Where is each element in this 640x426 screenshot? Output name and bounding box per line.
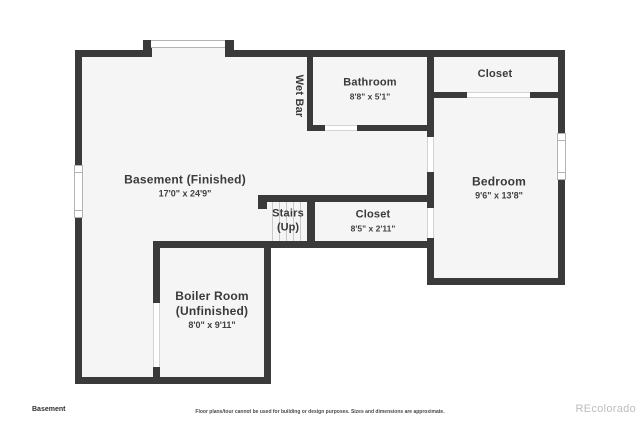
stair-tread-line bbox=[286, 202, 287, 241]
basement-dims: 17'0" x 24'9" bbox=[158, 188, 212, 199]
bedroom-name: Bedroom bbox=[471, 174, 527, 189]
floor-basement-lower bbox=[78, 248, 271, 380]
room-label-wet-bar: Wet Bar bbox=[291, 75, 305, 118]
bedroom-door-opening bbox=[427, 137, 434, 172]
room-label-boiler: Boiler Room (Unfinished) 8'0" x 9'11" bbox=[175, 289, 249, 331]
stair-tread-line bbox=[300, 202, 301, 241]
bathroom-name: Bathroom bbox=[343, 76, 397, 89]
wall-bedroom-bottom bbox=[427, 278, 565, 285]
bay-window bbox=[151, 40, 226, 48]
wall-mid-vertical-upper bbox=[427, 50, 434, 137]
stair-tread-line bbox=[293, 202, 294, 241]
bathroom-dims: 8'8" x 5'1" bbox=[349, 91, 391, 102]
room-label-closet-top: Closet bbox=[478, 68, 513, 82]
wall-stairs-closet-bottom bbox=[153, 241, 431, 248]
basement-name: Basement (Finished) bbox=[124, 172, 246, 187]
stair-tread-line bbox=[272, 202, 273, 241]
wall-closet-divider-left bbox=[434, 92, 467, 98]
wall-boiler-right bbox=[264, 241, 271, 384]
wall-top-left bbox=[75, 50, 147, 57]
stair-treads bbox=[270, 202, 308, 241]
stair-tread-line bbox=[279, 202, 280, 241]
bedroom-window bbox=[557, 133, 566, 180]
wall-boiler-left-upper bbox=[153, 241, 160, 303]
wall-mid-vertical-middle bbox=[427, 172, 434, 208]
wall-stairs-top-endcap bbox=[258, 195, 267, 209]
wall-bay-stub-right bbox=[225, 40, 234, 57]
floor-bedroom-column bbox=[427, 53, 562, 283]
wall-boiler-left-lower bbox=[153, 367, 160, 377]
room-label-basement: Basement (Finished) 17'0" x 24'9" bbox=[124, 172, 246, 199]
closet-mid-name: Closet bbox=[355, 208, 391, 221]
closet-mid-dims: 8'5" x 2'11" bbox=[350, 223, 396, 234]
boiler-name: Boiler Room bbox=[175, 288, 249, 303]
closet-top-name: Closet bbox=[477, 68, 513, 81]
bathroom-door-opening bbox=[325, 125, 357, 131]
boiler-status: (Unfinished) bbox=[175, 303, 249, 318]
wall-stairs-top bbox=[258, 195, 427, 202]
closet-mid-door-opening bbox=[427, 208, 434, 238]
bedroom-dims: 9'6" x 13'8" bbox=[475, 190, 523, 201]
stairs-direction: (Up) bbox=[277, 221, 299, 233]
wall-bottom bbox=[75, 377, 271, 384]
room-label-bedroom: Bedroom 9'6" x 13'8" bbox=[472, 174, 526, 201]
room-label-bathroom: Bathroom 8'8" x 5'1" bbox=[343, 76, 397, 101]
boiler-dims: 8'0" x 9'11" bbox=[188, 319, 236, 330]
wall-bathroom-left bbox=[307, 50, 313, 131]
left-wall-window bbox=[74, 165, 83, 218]
wall-top-right bbox=[233, 50, 565, 57]
watermark-recolorado: REcolorado bbox=[575, 403, 636, 415]
wall-bathroom-bottom-right bbox=[357, 125, 434, 131]
stairs-name: Stairs bbox=[272, 207, 304, 220]
footer-floor-label: Basement bbox=[32, 406, 66, 413]
floor-basement-main bbox=[78, 53, 427, 248]
wall-stairs-right bbox=[307, 202, 315, 241]
room-label-closet-mid: Closet 8'5" x 2'11" bbox=[351, 208, 396, 233]
room-label-stairs: Stairs (Up) bbox=[272, 207, 304, 235]
closet-door-opening bbox=[467, 92, 530, 98]
wall-bay-stub-left bbox=[143, 40, 152, 57]
wall-mid-vertical-lower bbox=[427, 238, 434, 285]
wall-bathroom-bottom-left bbox=[307, 125, 325, 131]
wet-bar-name: Wet Bar bbox=[292, 74, 305, 118]
boiler-door-opening bbox=[153, 303, 160, 367]
footer-disclaimer: Floor plans/tour cannot be used for buil… bbox=[195, 409, 445, 415]
wall-closet-divider-right bbox=[530, 92, 558, 98]
